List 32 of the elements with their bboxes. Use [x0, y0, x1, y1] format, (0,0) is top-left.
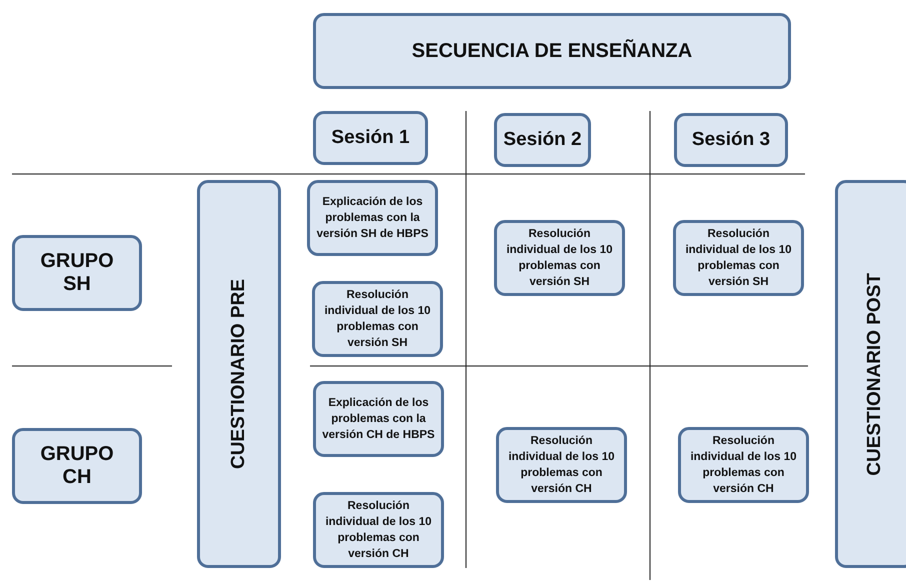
group-box — [12, 235, 142, 311]
box-text: CUESTIONARIO PRE — [228, 278, 250, 470]
activity-box — [307, 180, 438, 256]
title-box — [313, 13, 791, 89]
activity-box — [313, 492, 444, 568]
activity-box — [673, 220, 804, 296]
questionnaire-bar — [197, 180, 281, 568]
session-header — [494, 113, 591, 167]
box-text: GRUPO CH — [39, 443, 115, 489]
box-text: Sesión 1 — [331, 127, 410, 149]
session-header — [313, 111, 428, 165]
box-text: Sesión 3 — [692, 129, 770, 151]
group-box — [12, 428, 142, 504]
questionnaire-bar — [835, 180, 906, 568]
box-text: Resolución individual de los 10 problemas con versión CH — [507, 434, 616, 497]
activity-box — [496, 427, 627, 503]
box-text: Resolución individual de los 10 problemas con versión SH — [684, 227, 793, 290]
box-text: Explicación de los problemas con la versión SH de HBPS — [316, 195, 430, 242]
box-text: Resolución individual de los 10 problemas con versión SH — [323, 288, 432, 351]
activity-box — [313, 381, 444, 457]
box-text: GRUPO SH — [39, 250, 115, 296]
box-text: SECUENCIA DE ENSEÑANZA — [412, 40, 692, 62]
box-text: Resolución individual de los 10 problemas con versión SH — [505, 227, 614, 290]
activity-box — [678, 427, 809, 503]
box-text: Resolución individual de los 10 problemas con versión CH — [689, 434, 798, 497]
session-header — [674, 113, 788, 167]
box-text: Explicación de los problemas con la versión CH de HBPS — [321, 396, 436, 443]
activity-box — [312, 281, 443, 357]
box-text: CUESTIONARIO POST — [864, 272, 886, 476]
activity-box — [494, 220, 625, 296]
box-text: Sesión 2 — [503, 129, 582, 151]
box-text: Resolución individual de los 10 problemas con versión CH — [324, 499, 433, 562]
